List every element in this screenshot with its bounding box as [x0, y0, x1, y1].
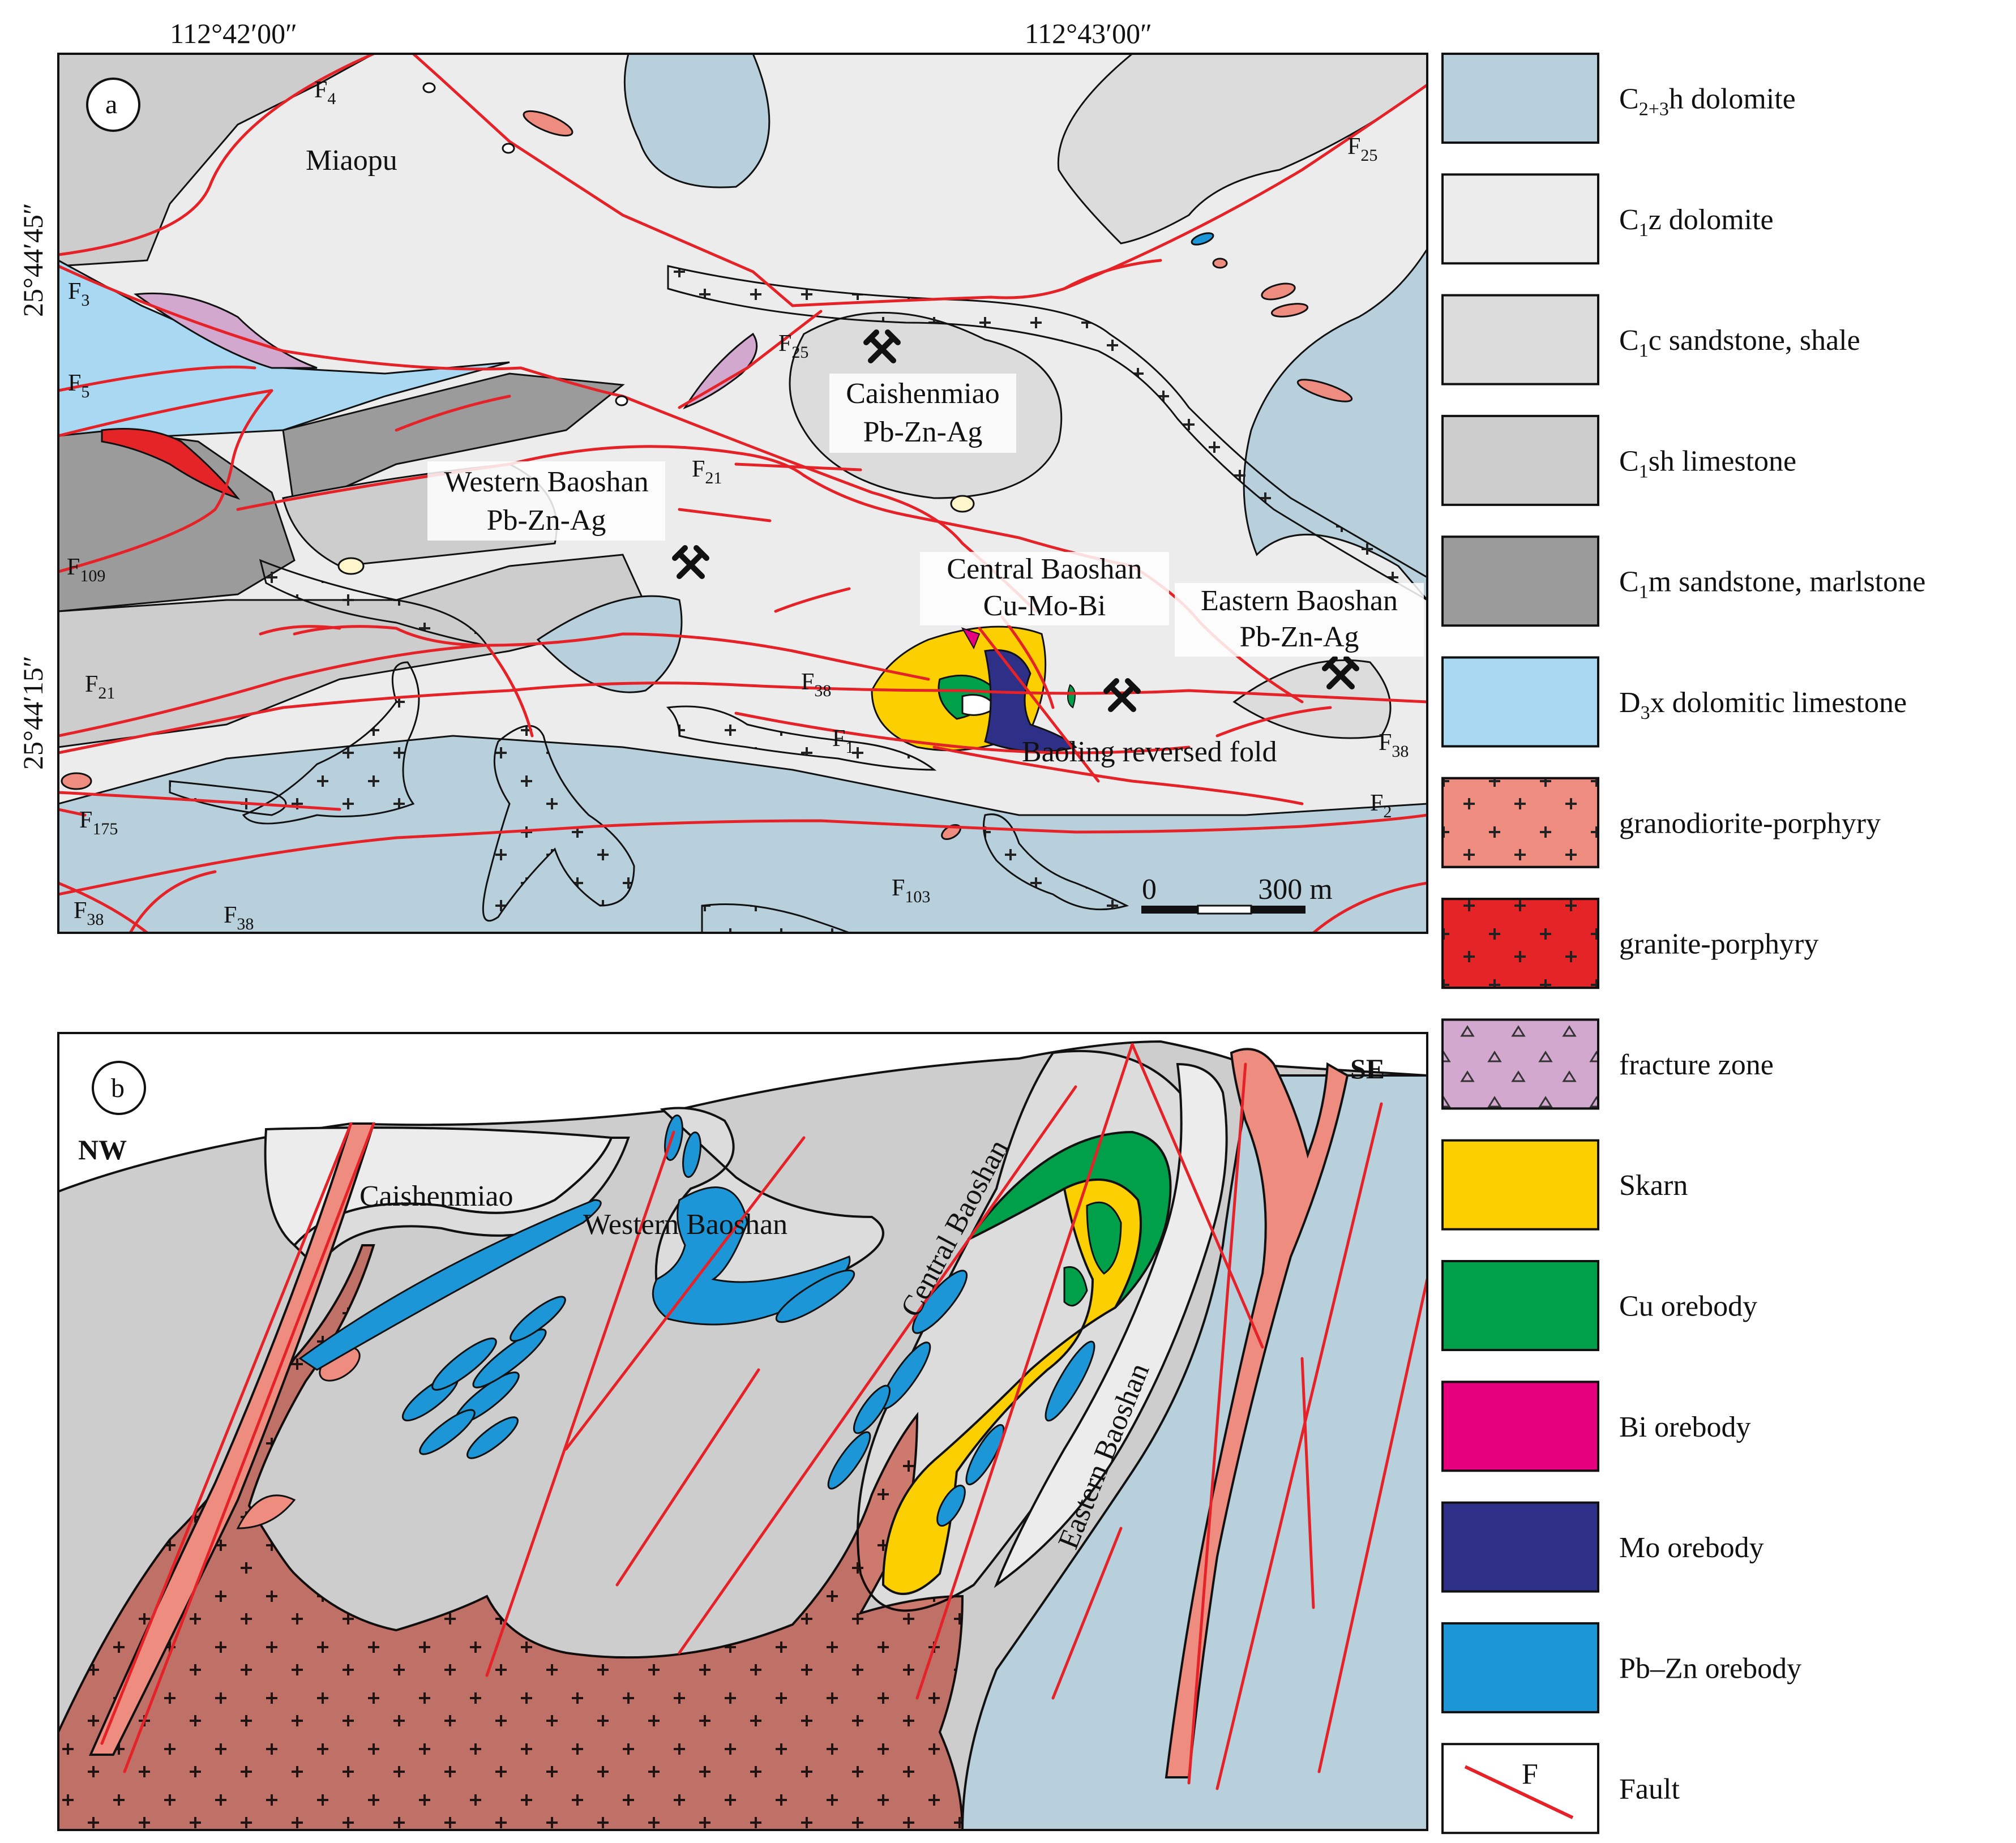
scale-bar — [1141, 905, 1306, 915]
label-bg — [427, 461, 665, 541]
place-central-baoshan: Central Baoshan — [947, 553, 1142, 585]
section-western-baoshan: Western Baoshan — [583, 1208, 787, 1241]
legend-pattern-granite — [1441, 898, 1599, 989]
granodiorite-porphyry-unit — [169, 265, 1427, 933]
fault-lines-b — [100, 1043, 1427, 1790]
legend-swatch-cu — [1441, 1260, 1599, 1351]
legend-swatch-mo — [1441, 1501, 1599, 1593]
label-bg — [1175, 583, 1424, 657]
legend-pattern-fracture — [1441, 1018, 1599, 1110]
mine-symbols — [672, 329, 1359, 712]
baoling-fold-label: Baoling reversed fold — [1022, 736, 1277, 768]
scale-zero: 0 — [1142, 873, 1157, 906]
panel-a-letter: a — [105, 89, 117, 119]
panel-a-badge — [86, 78, 140, 132]
legend-label-fault: Fault — [1619, 1773, 1680, 1806]
legend-fault-symbol: F — [1522, 1758, 1538, 1790]
lon-label-left: 112°42′00″ — [170, 18, 297, 49]
legend-swatch-c1sh — [1441, 414, 1599, 506]
lat-label-top: 25°44′45″ — [17, 203, 49, 317]
panel-b-badge — [92, 1061, 146, 1115]
legend-swatch-skarn — [1441, 1139, 1599, 1231]
fault-label-f1: F1 — [832, 726, 854, 757]
legend-label-fracture: fracture zone — [1619, 1049, 1774, 1081]
scale-length: 300 m — [1258, 873, 1332, 906]
fracture-zone-unit — [683, 332, 758, 410]
legend-label-granite: granite-porphyry — [1619, 928, 1818, 961]
mine-icon — [1322, 655, 1359, 689]
fault-label-f5: F5 — [68, 370, 89, 401]
legend-swatch-c1z — [1441, 173, 1599, 265]
pbzn-orebodies — [298, 1115, 1095, 1527]
legend-label-pbzn: Pb–Zn orebody — [1619, 1652, 1801, 1685]
place-miaopu: Miaopu — [306, 144, 397, 177]
legend-label-bi: Bi orebody — [1619, 1411, 1751, 1443]
place-caishenmiao-ore: Pb-Zn-Ag — [863, 416, 983, 448]
place-central-baoshan-ore: Cu-Mo-Bi — [983, 590, 1106, 622]
place-western-baoshan-ore: Pb-Zn-Ag — [487, 504, 606, 537]
lat-label-bottom: 25°44′15″ — [17, 655, 49, 770]
direction-nw: NW — [78, 1134, 127, 1165]
legend-label-d3x: D3x dolomitic limestone — [1619, 687, 1907, 723]
direction-se: SE — [1350, 1053, 1385, 1085]
legend-label-skarn: Skarn — [1619, 1169, 1688, 1202]
legend-label-c1sh: C1sh limestone — [1619, 445, 1796, 482]
place-caishenmiao: Caishenmiao — [846, 378, 1000, 410]
legend-swatch-fault — [1441, 1743, 1599, 1835]
section-caishenmiao: Caishenmiao — [359, 1180, 513, 1212]
legend-swatch-bi — [1441, 1381, 1599, 1472]
lon-label-right: 112°43′00″ — [1025, 18, 1152, 49]
legend-swatch-c23h — [1441, 53, 1599, 144]
legend-swatch-pbzn — [1441, 1622, 1599, 1713]
small-lenses — [61, 110, 1353, 840]
c23h-unit — [623, 54, 771, 188]
legend-fault-line — [1464, 1765, 1574, 1819]
legend-label-granodiorite: granodiorite-porphyry — [1619, 807, 1881, 839]
fault-knots — [422, 82, 628, 406]
label-bg — [920, 552, 1169, 625]
c1c-unit — [1057, 54, 1427, 245]
legend-swatch-d3x — [1441, 656, 1599, 748]
legend-swatch-c1m — [1441, 535, 1599, 627]
legend-label-c1z: C1z dolomite — [1619, 204, 1774, 241]
legend-label-c1c: C1c sandstone, shale — [1619, 324, 1860, 361]
label-bg — [829, 374, 1016, 453]
panel-a-frame — [57, 53, 1428, 934]
place-western-baoshan: Western Baoshan — [444, 466, 648, 498]
fracture-zone-unit — [133, 292, 318, 369]
c23h-unit — [536, 595, 683, 693]
legend-pattern-granodiorite — [1441, 777, 1599, 868]
legend-label-mo: Mo orebody — [1619, 1532, 1764, 1564]
mine-icon — [1103, 678, 1141, 712]
panel-b-letter: b — [111, 1073, 125, 1103]
place-eastern-baoshan: Eastern Baoshan — [1201, 585, 1398, 617]
mine-icon — [672, 545, 709, 579]
legend-swatch-c1c — [1441, 294, 1599, 385]
panel-a-map — [58, 54, 1427, 933]
panel-b-frame — [57, 1032, 1428, 1831]
legend-label-c23h: C2+3h dolomite — [1619, 83, 1796, 120]
legend-label-c1m: C1m sandstone, marlstone — [1619, 566, 1925, 603]
place-eastern-baoshan-ore: Pb-Zn-Ag — [1240, 621, 1359, 653]
fault-lines-a — [58, 54, 1427, 933]
granite-porphyry-unit — [101, 428, 241, 500]
panel-b-section — [58, 1033, 1427, 1830]
mine-icon — [863, 329, 901, 363]
legend-label-cu: Cu orebody — [1619, 1291, 1757, 1323]
